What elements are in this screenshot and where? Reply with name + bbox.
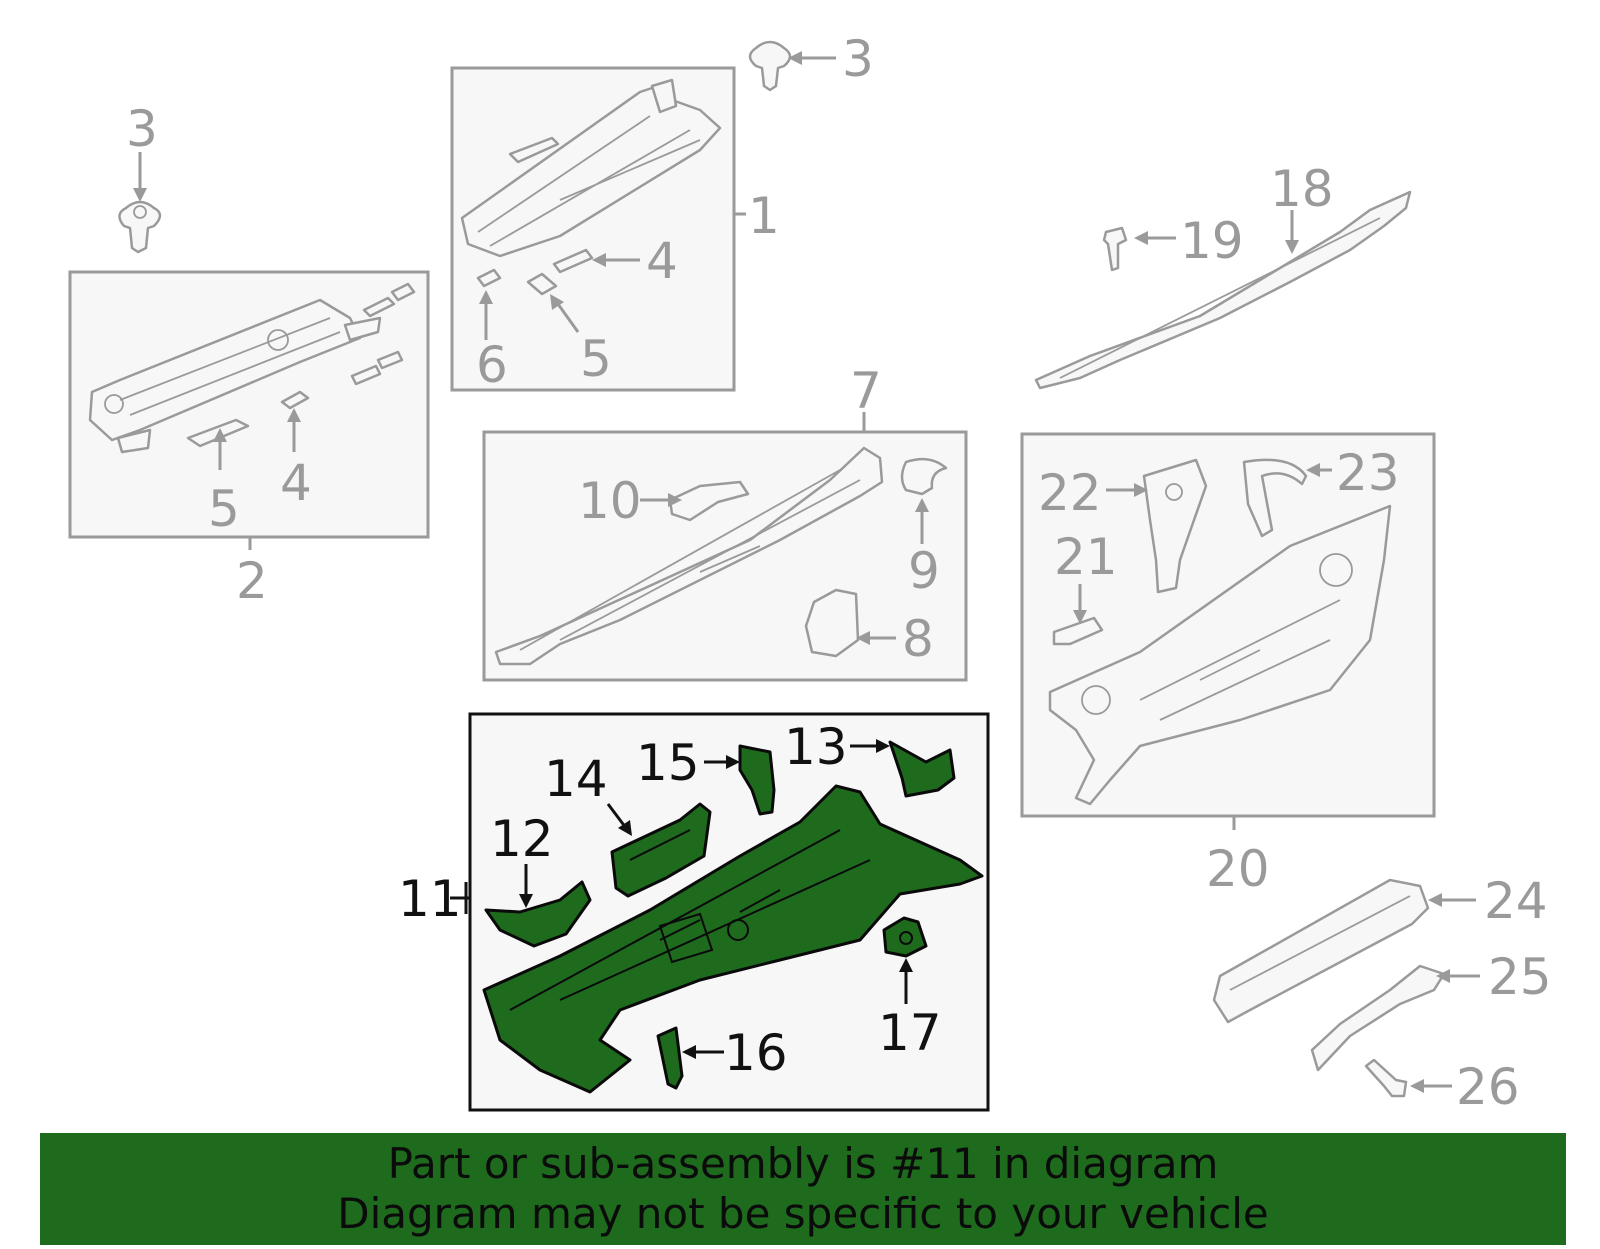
info-banner: Part or sub-assembly is #11 in diagram D… xyxy=(40,1133,1566,1245)
callout-13: 13 xyxy=(784,718,848,776)
clip-3-top[interactable] xyxy=(748,40,792,92)
cowl-panel-1[interactable] xyxy=(460,78,722,258)
small-seals-left[interactable] xyxy=(350,282,416,386)
callout-21: 21 xyxy=(1054,528,1118,586)
callout-8: 8 xyxy=(902,610,934,668)
clip-3-left[interactable] xyxy=(118,200,162,254)
callout-4: 4 xyxy=(646,232,678,290)
callout-5: 5 xyxy=(208,480,240,538)
callout-7: 7 xyxy=(850,362,882,420)
bracket-10[interactable] xyxy=(668,480,750,522)
callout-16: 16 xyxy=(724,1024,788,1082)
callout-14: 14 xyxy=(544,750,608,808)
callout-19: 19 xyxy=(1180,212,1244,270)
bolt-26[interactable] xyxy=(1364,1058,1408,1098)
callout-2: 2 xyxy=(236,552,268,610)
dash-panel-20[interactable] xyxy=(1048,504,1392,806)
callout-4: 4 xyxy=(280,454,312,512)
banner-line-part: Part or sub-assembly is #11 in diagram xyxy=(387,1139,1219,1188)
cowl-bar-7[interactable] xyxy=(494,446,884,666)
bracket-12[interactable] xyxy=(484,880,592,948)
bracket-23[interactable] xyxy=(1242,458,1308,538)
bolt-19[interactable] xyxy=(1102,226,1128,272)
callout-22: 22 xyxy=(1038,464,1102,522)
bracket-14[interactable] xyxy=(610,802,712,898)
callout-11: 11 xyxy=(398,870,462,928)
bracket-21[interactable] xyxy=(1052,616,1104,646)
callout-17: 17 xyxy=(878,1004,942,1062)
callout-15: 15 xyxy=(636,734,700,792)
callout-5: 5 xyxy=(580,330,612,388)
seal-4-left[interactable] xyxy=(280,390,310,410)
bracket-8[interactable] xyxy=(804,588,860,658)
bracket-15[interactable] xyxy=(738,744,776,816)
rail-18[interactable] xyxy=(1034,190,1412,390)
callout-1: 1 xyxy=(748,187,780,245)
bracket-13[interactable] xyxy=(888,740,956,798)
callout-18: 18 xyxy=(1270,160,1334,218)
floor-pan-11[interactable] xyxy=(482,784,984,1094)
bracket-16[interactable] xyxy=(656,1026,684,1090)
member-24[interactable] xyxy=(1212,878,1430,1024)
callout-6: 6 xyxy=(476,336,508,394)
callout-26: 26 xyxy=(1456,1058,1520,1116)
cowl-panel-2[interactable] xyxy=(88,298,382,454)
callout-25: 25 xyxy=(1488,948,1552,1006)
bracket-22[interactable] xyxy=(1142,458,1208,594)
callout-24: 24 xyxy=(1484,872,1548,930)
bracket-9[interactable] xyxy=(900,457,948,496)
member-25[interactable] xyxy=(1310,964,1446,1072)
callout-3: 3 xyxy=(842,30,874,88)
parts-diagram: 3 3 1 4 6 5 5 4 2 7 10 9 8 18 19 22 23 2… xyxy=(68,30,1552,1116)
callout-23: 23 xyxy=(1336,444,1400,502)
callout-9: 9 xyxy=(908,542,940,600)
callout-20: 20 xyxy=(1206,840,1270,898)
banner-line-disclaimer: Diagram may not be specific to your vehi… xyxy=(337,1189,1269,1238)
seals-group-1[interactable] xyxy=(476,136,594,296)
callout-3: 3 xyxy=(126,100,158,158)
callout-10: 10 xyxy=(578,472,642,530)
bracket-17[interactable] xyxy=(882,916,928,958)
callout-12: 12 xyxy=(490,810,554,868)
